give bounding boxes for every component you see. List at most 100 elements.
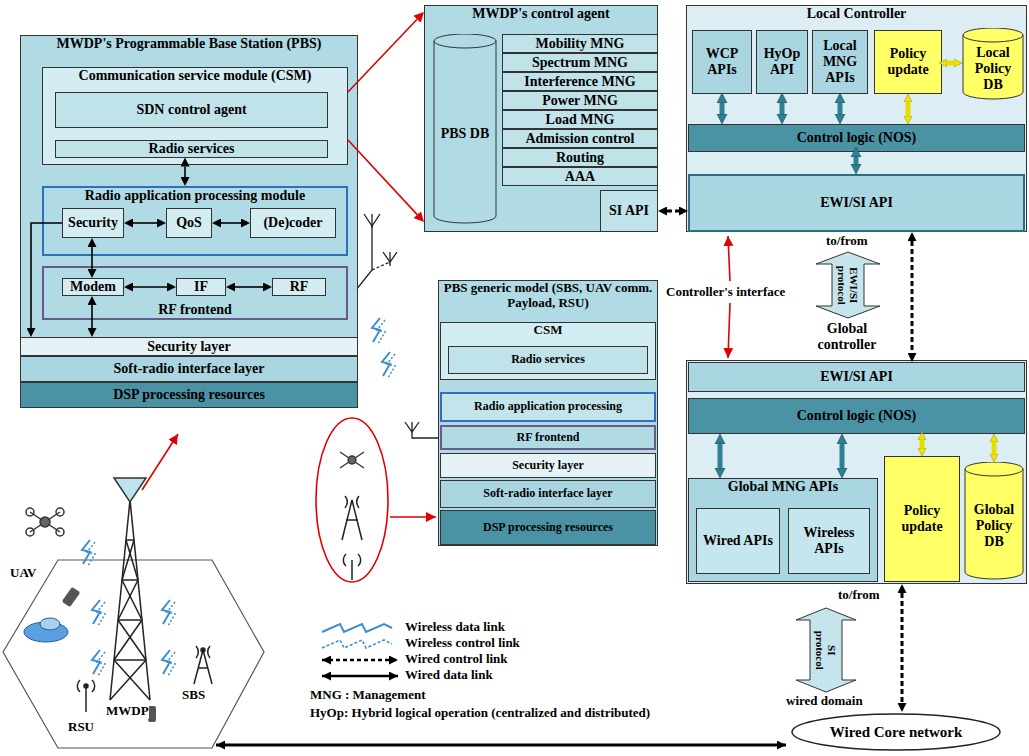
module-box: Policy update (874, 30, 942, 94)
module-box: Security layer (440, 453, 656, 478)
protocol-label: SI protocol (814, 624, 839, 676)
box-label: EWI/SI API (818, 195, 895, 211)
box-label: Mobility MNG (533, 36, 626, 52)
sbs-icon (196, 646, 198, 658)
mwdp-tower (118, 620, 146, 660)
connector (667, 210, 679, 213)
box-label: QoS (174, 215, 204, 231)
cell-hexagon (3, 560, 264, 748)
device-group-ellipse (348, 456, 356, 464)
box-label: Spectrum MNG (530, 55, 630, 71)
box-label: HyOp API (757, 46, 807, 77)
uav-icon (56, 528, 64, 536)
protocol-label: EWI/SI protocol (836, 259, 861, 311)
connector (348, 19, 417, 92)
box-label: Routing (554, 150, 606, 166)
box-label: Radio application processing (472, 400, 624, 413)
module-box: SDN control agentRadio services Communica… (20, 35, 358, 408)
box-label: WCP APIs (693, 46, 751, 77)
module-box: Modem (62, 278, 124, 296)
box-label: Soft-radio interface layer (481, 487, 614, 500)
connector (31, 223, 62, 328)
module-box: Radio application processing (440, 392, 656, 422)
box-label: Interference MNG (522, 74, 637, 90)
red-pointer-arrow (728, 303, 730, 358)
box-label: Modem (68, 279, 118, 295)
box-label: Wired APIs (701, 533, 775, 549)
cell-hexagon (3, 560, 264, 748)
sbs-icon (201, 648, 205, 652)
module-box: Soft-radio interface layer (440, 480, 656, 508)
cloud-body (792, 714, 1000, 750)
box-label: Local Controller (805, 6, 909, 22)
cylinder-body (965, 462, 1023, 579)
sbs-icon (208, 646, 210, 658)
network-cloud: Wired Core network (790, 712, 1002, 752)
box-label: SI API (607, 203, 651, 219)
rsu-icon (92, 680, 95, 692)
device-group-ellipse (346, 519, 358, 521)
uav-icon (26, 508, 64, 536)
box-label: Control logic (NOS) (795, 130, 919, 146)
connector (221, 222, 241, 224)
connector (901, 593, 904, 703)
pbs-antenna (372, 262, 390, 270)
box-label: PBS DB (439, 126, 492, 142)
module-box: Control logic (NOS) (688, 124, 1025, 152)
mwdp-tower (118, 580, 138, 620)
module-box: EWI/SI API (688, 174, 1025, 232)
uav-icon (56, 508, 64, 516)
module-box: WCP APIs (692, 30, 752, 94)
box-label: Global MNG APIs (726, 479, 840, 495)
connector (838, 103, 843, 114)
box-label: Policy update (885, 503, 959, 534)
mwdp-tower (114, 660, 150, 700)
legend-sample (322, 624, 392, 632)
box-label: SDN control agent (134, 102, 248, 118)
text-label: RSU (68, 720, 94, 735)
module-box: Radio servicesCSMRadio application proce… (438, 280, 658, 546)
module-box: Radio services (55, 140, 328, 158)
connector (91, 305, 93, 328)
connector (133, 222, 157, 224)
mwdp-tower (114, 620, 142, 660)
box-label: Power MNG (540, 93, 620, 109)
cylinder-rim (434, 41, 496, 48)
mwdp-tower (114, 478, 146, 502)
connector (920, 440, 925, 448)
connector (184, 167, 186, 178)
device-group-ellipse (343, 554, 346, 566)
uav-icon (26, 528, 34, 536)
text-label: to/from (826, 234, 868, 249)
protocol-block-arrow (796, 608, 856, 692)
module-box: Mobility MNG (502, 34, 658, 53)
phone-icon (62, 587, 156, 722)
module-box: DSP processing resources (440, 510, 656, 545)
text-label: Controller's interface (666, 285, 785, 300)
legend-sample (322, 659, 398, 662)
pbs-antenna (389, 252, 390, 266)
mwdp-tower (122, 580, 142, 620)
connector (840, 444, 845, 468)
connector (91, 247, 93, 269)
box-label: Security (66, 215, 120, 231)
box-label: Wired Core network (828, 724, 965, 741)
connector (947, 61, 954, 66)
module-box: HyOp API (756, 30, 808, 94)
module-box: Routing (502, 148, 658, 167)
box-label: Radio application processing module (83, 188, 307, 204)
legend-item: Wired data link (405, 668, 493, 683)
module-box: Wired APIsWireless APIsGlobal MNG APIs (688, 478, 878, 582)
box-label: AAA (563, 169, 597, 185)
device-group-ellipse (358, 554, 361, 566)
mwdp-tower (114, 659, 146, 661)
red-pointer-arrow (390, 516, 436, 518)
car-icon (24, 618, 68, 642)
box-label: Communication service module (CSM) (77, 68, 314, 84)
connector (348, 140, 417, 215)
uav-icon (30, 512, 60, 532)
legend-text: Wired data link (405, 667, 493, 682)
module-box: EWI/SI APIControl logic (NOS)Wired APIsW… (686, 360, 1027, 584)
cylinder-rim (963, 35, 1023, 42)
module-box: Admission control (502, 129, 658, 148)
